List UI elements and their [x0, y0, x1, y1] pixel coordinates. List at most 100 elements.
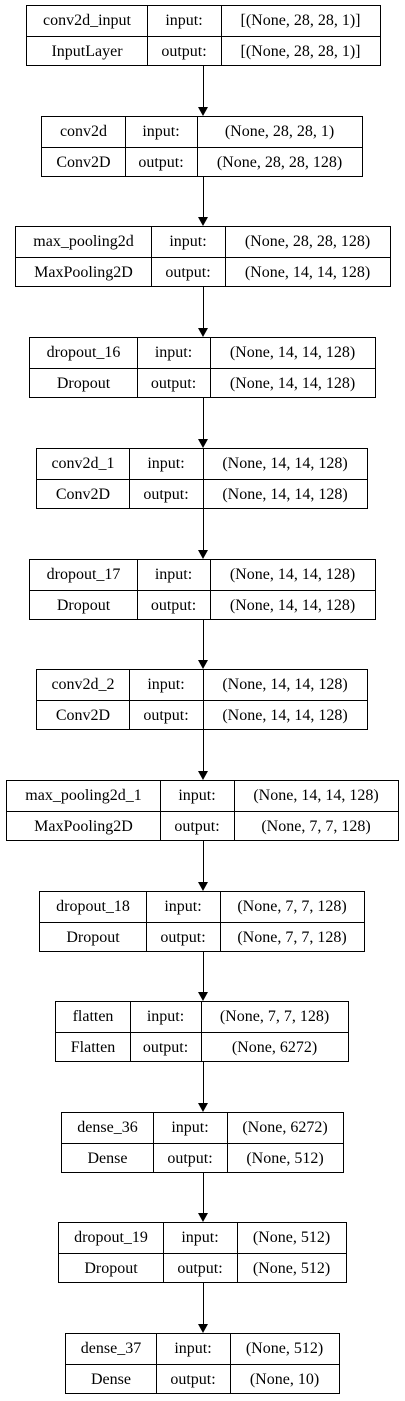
input-label: input:	[153, 1113, 228, 1143]
output-label: output:	[129, 480, 204, 509]
input-shape: (None, 7, 7, 128)	[219, 1008, 330, 1025]
layer-type: MaxPooling2D	[7, 812, 161, 841]
input-shape: (None, 512)	[252, 1229, 331, 1246]
input-shape: (None, 14, 14, 128)	[229, 566, 356, 583]
layer-type: Dropout	[30, 591, 138, 620]
arrow-head-icon	[198, 107, 208, 116]
output-label: output:	[129, 701, 204, 730]
layer-type: Dropout	[59, 1254, 164, 1283]
output-label: output:	[137, 369, 211, 398]
input-label: input:	[156, 1334, 231, 1364]
connector-arrow	[197, 730, 209, 780]
layer-type: Conv2D	[37, 701, 130, 730]
arrow-line	[202, 841, 204, 883]
output-label: output:	[163, 1254, 238, 1283]
output-label: output:	[130, 1033, 202, 1062]
input-shape: (None, 14, 14, 128)	[222, 455, 348, 472]
input-shape: (None, 512)	[245, 1340, 324, 1357]
input-shape: (None, 6272)	[242, 1119, 328, 1136]
output-shape: (None, 512)	[252, 1259, 331, 1277]
layer-type: Dense	[62, 1144, 154, 1173]
layer-type: Dropout	[40, 923, 147, 952]
connector-arrow	[197, 509, 209, 559]
arrow-line	[202, 177, 204, 218]
layer-type: Conv2D	[37, 480, 130, 509]
arrow-head-icon	[198, 328, 208, 337]
arrow-line	[202, 952, 204, 993]
input-label: input:	[160, 781, 235, 811]
connector-arrow	[197, 177, 209, 226]
layer-type: Conv2D	[42, 148, 126, 177]
arrow-line	[202, 1283, 204, 1325]
layer-name: dropout_19	[59, 1223, 164, 1253]
layer-name: dropout_17	[30, 560, 138, 590]
output-label: output:	[137, 591, 211, 620]
arrow-line	[202, 1062, 204, 1104]
input-label: input:	[147, 6, 222, 36]
arrow-head-icon	[198, 1103, 208, 1112]
layer-name: dropout_18	[40, 892, 147, 922]
output-shape: (None, 10)	[249, 1370, 320, 1388]
layer-type: Flatten	[56, 1033, 131, 1062]
arrow-line	[202, 398, 204, 440]
arrow-line	[202, 66, 204, 108]
connector-arrow	[197, 1283, 209, 1333]
layer-name: dropout_16	[30, 338, 138, 368]
input-shape: (None, 14, 14, 128)	[253, 787, 379, 804]
input-shape: (None, 28, 28, 1)	[224, 123, 335, 140]
layer-name: conv2d_2	[37, 670, 130, 700]
arrow-line	[202, 287, 204, 329]
arrow-line	[202, 1173, 204, 1214]
arrow-line	[202, 620, 204, 661]
input-shape: (None, 28, 28, 128)	[244, 233, 371, 250]
input-label: input:	[163, 1223, 238, 1253]
output-shape: (None, 7, 7, 128)	[261, 817, 371, 835]
output-label: output:	[156, 1365, 231, 1394]
input-label: input:	[130, 1002, 202, 1032]
connector-arrow	[197, 620, 209, 669]
connector-arrow	[197, 1062, 209, 1112]
output-shape: (None, 512)	[246, 1149, 324, 1167]
arrow-line	[202, 730, 204, 772]
output-shape: (None, 28, 28, 128)	[216, 153, 343, 171]
output-shape: [(None, 28, 28, 1)]	[240, 42, 361, 60]
arrow-head-icon	[198, 992, 208, 1001]
arrow-head-icon	[198, 882, 208, 891]
layer-type: InputLayer	[27, 37, 148, 66]
input-label: input:	[129, 449, 204, 479]
connector-arrow	[197, 287, 209, 337]
input-label: input:	[125, 117, 198, 147]
arrow-head-icon	[198, 771, 208, 780]
arrow-head-icon	[198, 1213, 208, 1222]
arrow-head-icon	[198, 217, 208, 226]
input-label: input:	[137, 338, 211, 368]
output-shape: (None, 14, 14, 128)	[222, 485, 348, 503]
output-shape: (None, 7, 7, 128)	[237, 928, 347, 946]
output-shape: (None, 14, 14, 128)	[222, 706, 348, 724]
connector-arrow	[197, 952, 209, 1001]
input-label: input:	[151, 227, 226, 257]
connector-arrow	[197, 66, 209, 116]
